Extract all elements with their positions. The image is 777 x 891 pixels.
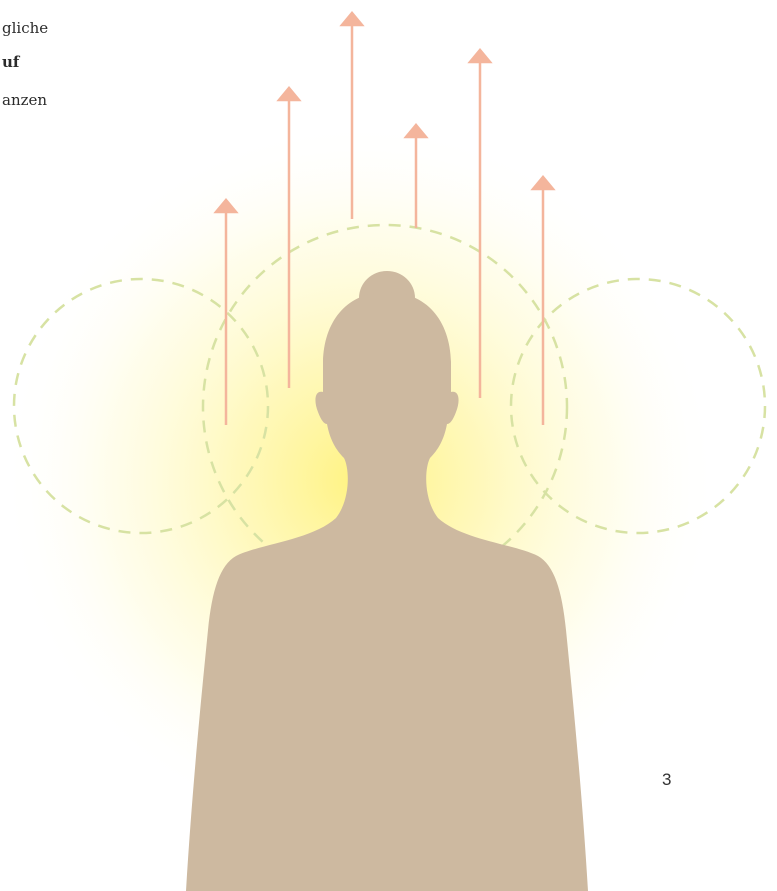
person-silhouette-icon [186,271,588,891]
dashed-circle-icon [511,279,765,533]
arrow-up-icon [342,13,362,25]
page-number: 3 [662,770,671,790]
arrow-up-icon [216,200,236,212]
arrow-up-icon [470,50,490,62]
dashed-circle-icon [14,279,268,533]
arrow-up-icon [533,177,553,189]
arrow-up-icon [406,125,426,137]
arrow-up-icon [279,88,299,100]
